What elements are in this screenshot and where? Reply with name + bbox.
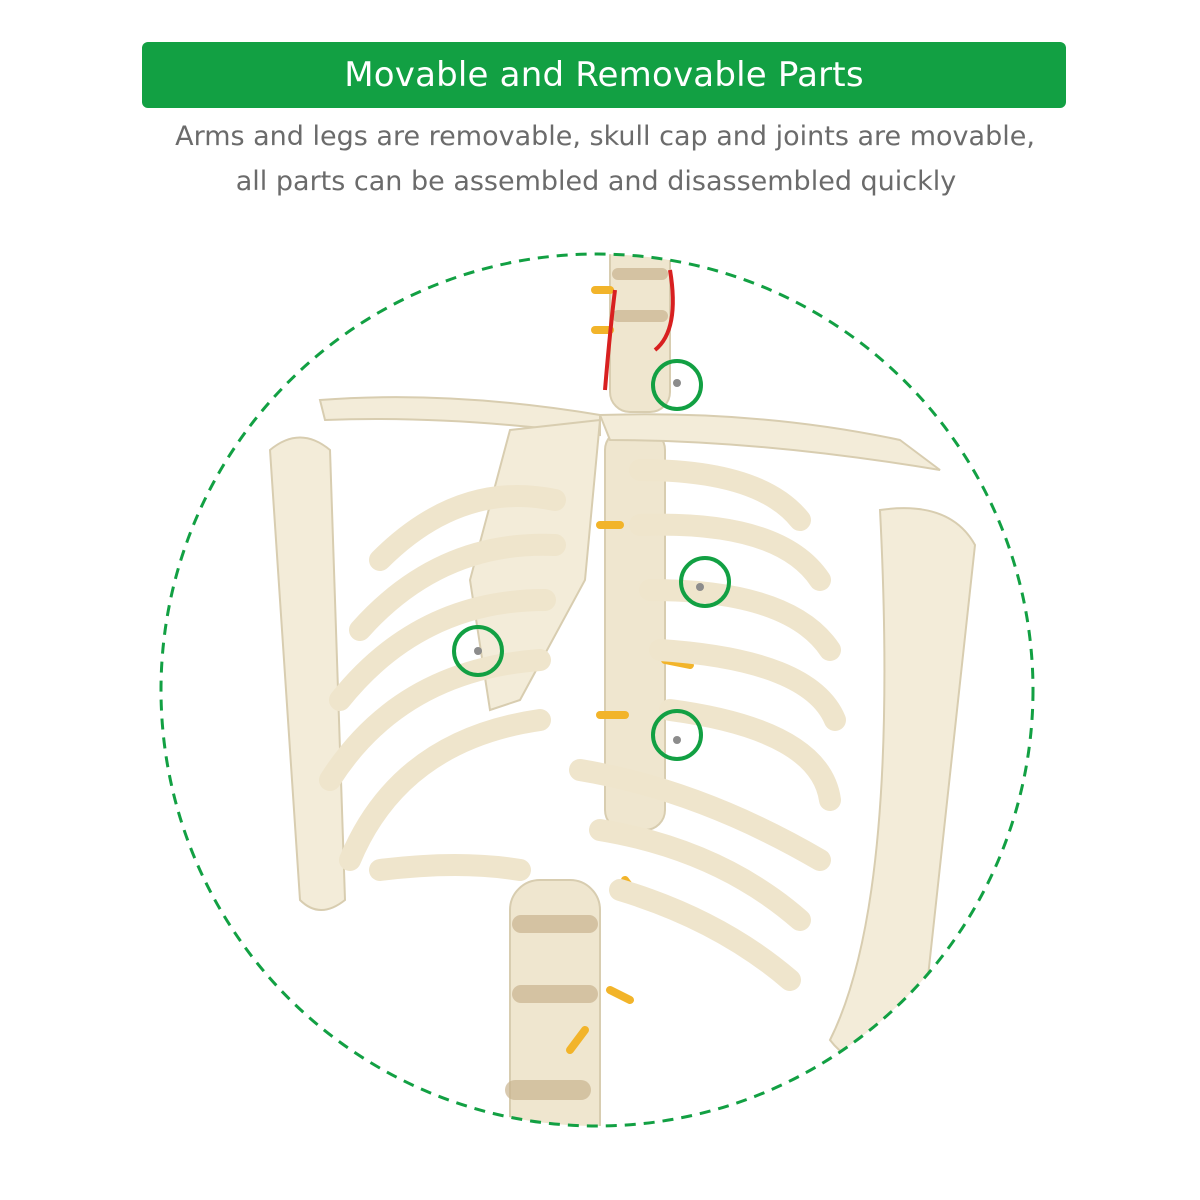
subtitle-line-1: Arms and legs are removable, skull cap a… (175, 121, 1035, 152)
highlight-rib-joint-lower (651, 709, 703, 761)
highlight-neck-joint (651, 359, 703, 411)
dashed-circle (159, 252, 1035, 1128)
highlight-sternum-joint (452, 625, 504, 677)
subtitle-line-2: all parts can be assembled and disassemb… (235, 166, 957, 197)
title: Movable and Removable Parts (344, 55, 864, 95)
highlight-rib-joint-upper (679, 556, 731, 608)
skeleton-torso (268, 254, 977, 1126)
title-banner: Movable and Removable Parts (142, 42, 1066, 108)
